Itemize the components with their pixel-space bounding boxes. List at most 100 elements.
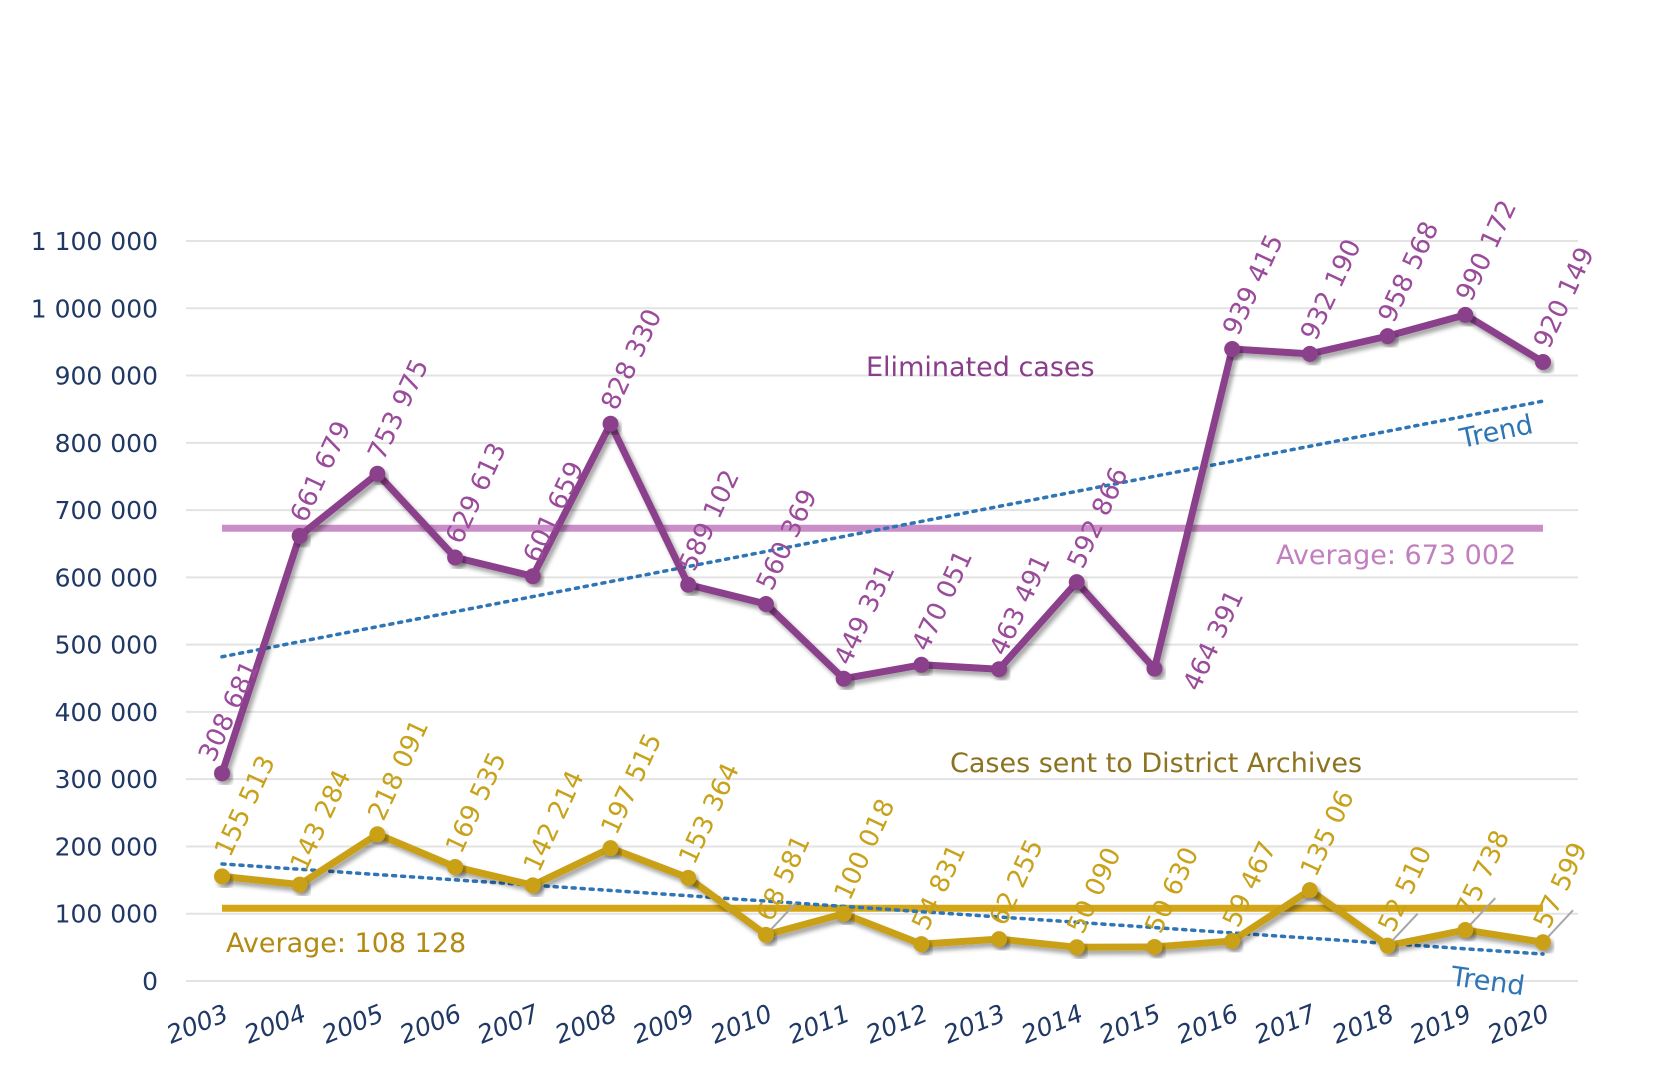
data-point-eliminated — [991, 661, 1008, 678]
average-label-archives: Average: 108 128 — [226, 928, 466, 959]
data-point-archives — [1301, 882, 1318, 899]
x-tick-label: 2013 — [939, 999, 1009, 1050]
y-tick-label: 100 000 — [55, 900, 158, 929]
data-label-eliminated: 920 149 — [1528, 243, 1601, 353]
trend-line-eliminated — [220, 399, 1545, 659]
x-tick-label: 2009 — [629, 999, 699, 1050]
data-label-eliminated: 939 415 — [1217, 230, 1290, 340]
data-point-eliminated — [369, 465, 386, 482]
data-point-archives — [680, 869, 697, 886]
data-point-eliminated — [1146, 660, 1163, 677]
data-label-archives: 135 06 — [1295, 786, 1361, 881]
data-point-archives — [1535, 934, 1551, 951]
data-point-eliminated — [913, 656, 930, 673]
y-tick-label: 1 000 000 — [31, 294, 158, 323]
trend-label-archives: Trend — [1448, 961, 1526, 1002]
x-tick-label: 2006 — [396, 999, 466, 1050]
data-point-archives — [1068, 939, 1085, 956]
y-tick-label: 700 000 — [55, 496, 158, 525]
series-line-archives — [221, 830, 1544, 951]
data-label-archives: 50 090 — [1062, 843, 1128, 938]
y-tick-label: 600 000 — [55, 563, 158, 592]
data-point-eliminated — [835, 670, 852, 687]
data-point-archives — [602, 840, 619, 857]
data-label-eliminated: 958 568 — [1373, 217, 1446, 327]
grid-lines — [186, 240, 1578, 982]
data-point-archives — [1146, 938, 1163, 955]
data-point-eliminated — [1535, 353, 1551, 370]
x-tick-label: 2005 — [318, 999, 388, 1050]
y-tick-label: 0 — [142, 967, 158, 996]
data-point-archives — [369, 826, 386, 843]
data-label-eliminated: 932 190 — [1295, 235, 1368, 345]
data-point-archives — [835, 905, 852, 922]
data-point-eliminated — [447, 549, 464, 566]
x-tick-label: 2020 — [1483, 999, 1553, 1050]
x-tick-label: 2007 — [473, 999, 543, 1050]
trend-lines — [220, 399, 1545, 956]
x-tick-label: 2004 — [240, 999, 310, 1050]
y-tick-label: 300 000 — [55, 765, 158, 794]
data-point-archives — [214, 868, 230, 885]
data-point-eliminated — [1068, 574, 1085, 591]
data-point-eliminated — [757, 596, 774, 613]
data-label-archives: 57 599 — [1528, 838, 1594, 933]
series-line-eliminated — [218, 311, 1545, 775]
data-point-eliminated — [1457, 306, 1474, 323]
data-label-eliminated: 464 391 — [1178, 585, 1251, 695]
series-lines — [214, 306, 1551, 956]
x-tick-label: 2011 — [784, 999, 854, 1050]
data-point-eliminated — [680, 576, 697, 593]
data-label-archives: 153 364 — [673, 759, 746, 869]
average-label-eliminated: Average: 673 002 — [1276, 540, 1516, 571]
y-tick-label: 800 000 — [55, 429, 158, 458]
data-point-eliminated — [214, 765, 230, 782]
data-label-archives: 197 515 — [596, 729, 669, 839]
y-tick-label: 500 000 — [55, 631, 158, 660]
data-label-eliminated: 601 659 — [518, 457, 591, 567]
data-point-archives — [524, 877, 541, 894]
data-label-eliminated: 990 172 — [1450, 196, 1523, 306]
data-label-archives: 218 091 — [363, 715, 436, 825]
x-tick-label: 2018 — [1328, 999, 1398, 1050]
data-label-eliminated: 753 975 — [363, 355, 436, 465]
average-lines — [222, 524, 1543, 912]
data-point-archives — [757, 926, 774, 943]
data-label-eliminated: 629 613 — [440, 438, 513, 548]
x-tick-label: 2008 — [551, 999, 621, 1050]
x-tick-label: 2016 — [1173, 999, 1243, 1050]
data-label-eliminated: 828 330 — [596, 305, 669, 415]
y-tick-label: 900 000 — [55, 362, 158, 391]
data-point-eliminated — [1379, 328, 1396, 345]
data-point-archives — [991, 931, 1008, 948]
y-tick-label: 200 000 — [55, 832, 158, 861]
data-point-archives — [913, 936, 930, 953]
x-tick-label: 2003 — [162, 999, 232, 1050]
x-tick-label: 2017 — [1250, 999, 1320, 1050]
series-title-archives: Cases sent to District Archives — [950, 748, 1362, 779]
data-label-archives: 62 255 — [984, 835, 1050, 930]
data-point-eliminated — [1224, 341, 1241, 358]
data-point-archives — [1224, 932, 1241, 949]
data-point-eliminated — [291, 527, 308, 544]
data-point-archives — [291, 876, 308, 893]
trend-line-archives — [220, 862, 1545, 956]
series-title-eliminated: Eliminated cases — [866, 352, 1095, 383]
x-tick-label: 2010 — [706, 999, 776, 1050]
data-label-archives: 52 510 — [1373, 841, 1439, 936]
x-tick-label: 2014 — [1017, 999, 1087, 1050]
data-point-eliminated — [1301, 345, 1318, 362]
data-point-archives — [1457, 922, 1474, 939]
data-label-archives: 169 535 — [440, 748, 513, 858]
data-label-eliminated: 470 051 — [907, 546, 980, 656]
x-tick-label: 2015 — [1095, 999, 1165, 1050]
data-label-archives: 143 284 — [285, 765, 358, 875]
data-label-archives: 54 831 — [907, 840, 973, 935]
y-tick-label: 400 000 — [55, 698, 158, 727]
data-point-archives — [447, 858, 464, 875]
data-label-eliminated: 560 369 — [751, 485, 824, 595]
data-label-eliminated: 592 866 — [1062, 463, 1135, 573]
data-label-archives: 50 630 — [1140, 843, 1206, 938]
x-tick-label: 2019 — [1406, 999, 1476, 1050]
